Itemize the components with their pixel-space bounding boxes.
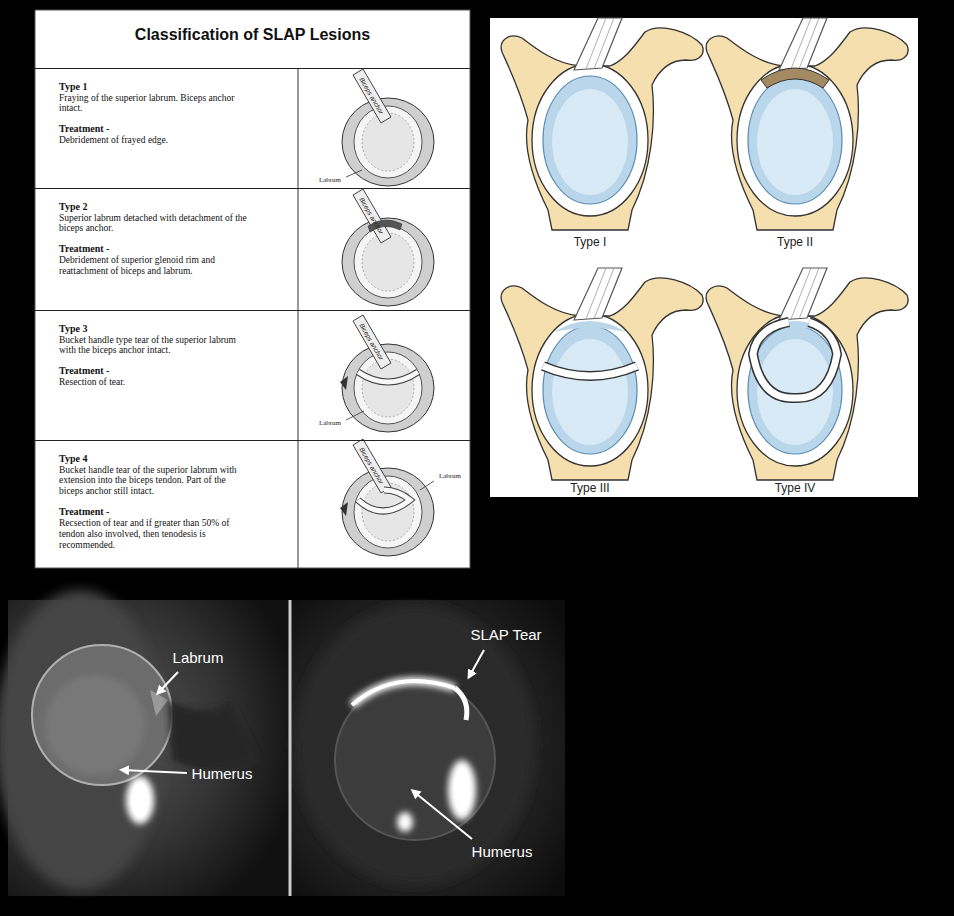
illustration-part: [45, 675, 145, 775]
classification-row: Type 1Fraying of the superior labrum. Bi…: [35, 68, 470, 188]
mri-label: Labrum: [173, 650, 224, 667]
classification-row: Type 3Bucket handle type tear of the sup…: [35, 310, 470, 440]
illustration-part: [501, 268, 703, 480]
treatment-text: Recsection of tear and if greater than 5…: [59, 518, 249, 551]
illustration-part: [706, 268, 908, 480]
mri-label: SLAP Tear: [470, 627, 541, 644]
table-title: Classification of SLAP Lesions: [35, 26, 470, 44]
type-heading: Type 1: [59, 81, 249, 93]
glenoid-sketch: [340, 69, 434, 556]
type-caption: Type II: [777, 236, 813, 249]
illustration-part: [490, 18, 918, 497]
labrum-label: Labrum: [319, 420, 341, 428]
illustration-part: [358, 490, 410, 511]
illustration-part: [158, 672, 178, 693]
type-heading: Type 2: [59, 201, 249, 213]
illustration-part: [32, 645, 172, 785]
illustration-part: [706, 18, 908, 230]
illustration-part: [358, 372, 418, 382]
illustration-part: [126, 776, 154, 824]
classification-row: Type 2Superior labrum detached with deta…: [35, 188, 470, 310]
description-text: Bucket handle type tear of the superior …: [59, 335, 249, 357]
illustration-part: [455, 688, 467, 720]
labrum-label: Labrum: [319, 177, 341, 185]
mri-label: Humerus: [192, 766, 253, 783]
type-heading: Type 4: [59, 453, 249, 465]
illustration-part: [150, 690, 168, 716]
treatment-text: Debridement of superior glenoid rim and …: [59, 255, 249, 277]
illustration-part: [358, 490, 410, 511]
illustration-part: [122, 770, 187, 773]
illustration-part: [448, 760, 476, 820]
illustration-part: [761, 68, 829, 88]
illustration-part: [291, 600, 565, 896]
illustration-part: [413, 791, 472, 839]
illustration-part: [342, 439, 434, 556]
illustration-part: [753, 322, 837, 398]
illustration-part: [0, 590, 165, 890]
illustration-part: [342, 69, 434, 186]
illustration-part: [340, 502, 348, 516]
illustration-part: [397, 812, 413, 832]
illustration-part: [543, 366, 637, 376]
illustration-part: [454, 768, 470, 812]
treatment-text: Debridement of frayed edge.: [59, 135, 249, 146]
classification-row: Type 4Bucket handle tear of the superior…: [35, 440, 470, 568]
mri-images: [0, 590, 565, 896]
illustration-part: [346, 411, 364, 420]
table-panel: [35, 10, 470, 568]
illustration-part: [289, 600, 292, 896]
illustration-part: [352, 681, 455, 705]
treatment-heading: Treatment -: [59, 506, 249, 518]
mri-label: Humerus: [472, 844, 533, 861]
type-heading: Type 3: [59, 323, 249, 335]
illustration-part: [168, 700, 260, 770]
illustration-part: [295, 605, 535, 885]
treatment-text: Resection of tear.: [59, 377, 249, 388]
illustration-part: [358, 372, 418, 382]
illustration-part: [342, 315, 434, 432]
shoulder-drawings: [490, 18, 918, 497]
illustration-part: [352, 681, 455, 705]
illustration-part: [554, 321, 626, 332]
illustration-part: [131, 783, 149, 817]
description-text: Superior labrum detached with detachment…: [59, 213, 249, 235]
type-caption: Type I: [574, 236, 607, 249]
illustration-part: [340, 376, 348, 390]
illustration-part: [753, 322, 837, 398]
illustration-part: [335, 680, 495, 840]
treatment-heading: Treatment -: [59, 123, 249, 135]
illustration-part: [346, 170, 362, 177]
illustration-part: [469, 650, 484, 677]
type-caption: Type IV: [775, 482, 816, 495]
illustration-part: [501, 18, 703, 230]
labrum-label: Labrum: [439, 473, 461, 481]
illustration-part: [342, 189, 434, 306]
treatment-heading: Treatment -: [59, 243, 249, 255]
illustration-part: [543, 366, 637, 376]
illustration-part: [420, 481, 434, 490]
illustration-part: [35, 10, 470, 568]
treatment-heading: Treatment -: [59, 365, 249, 377]
description-text: Bucket handle tear of the superior labru…: [59, 465, 249, 498]
description-text: Fraying of the superior labrum. Biceps a…: [59, 93, 249, 115]
type-caption: Type III: [570, 482, 609, 495]
illustration-part: [298, 68, 299, 568]
